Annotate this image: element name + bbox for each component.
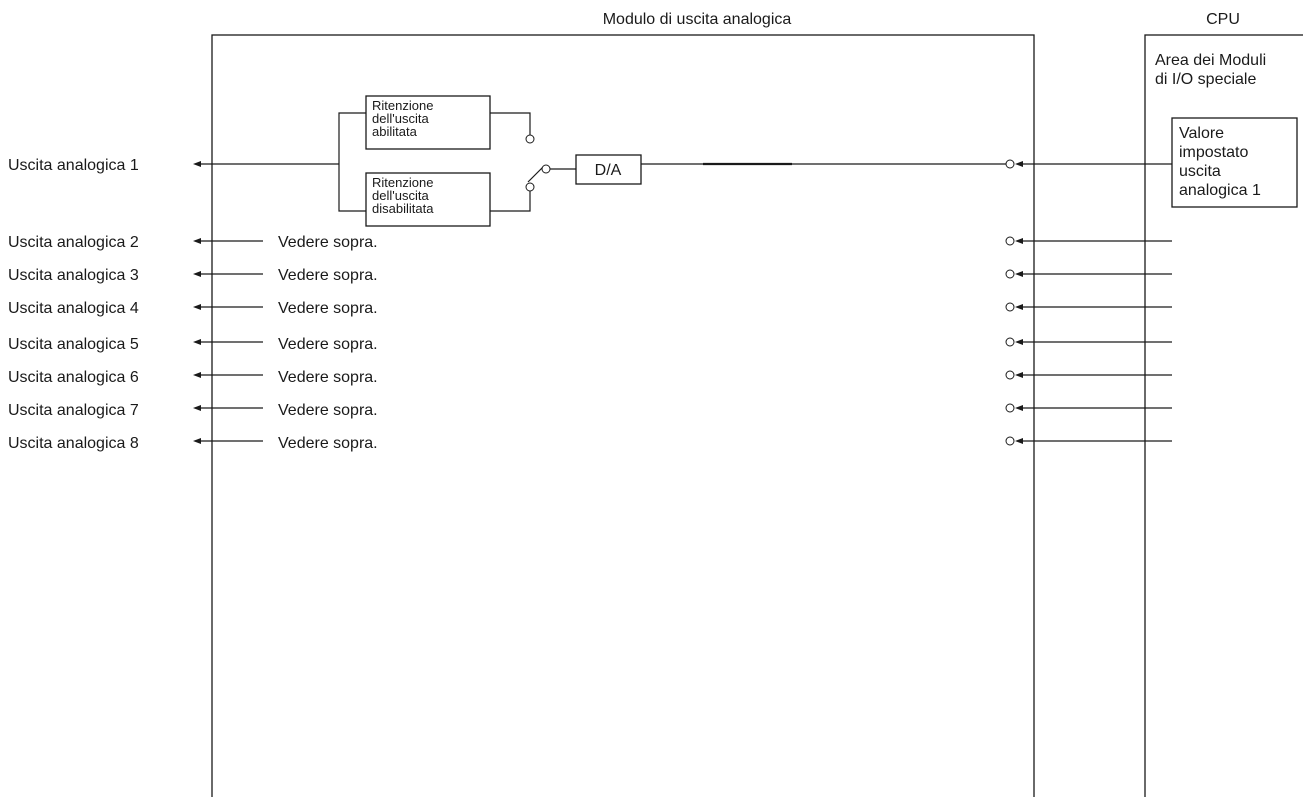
enabled-wire: [490, 112, 531, 135]
output-label-6: Uscita analogica 6: [8, 369, 139, 386]
cpu-link-2-arrow: [1015, 238, 1023, 244]
setpoint-line-1: Valore: [1179, 125, 1224, 142]
cpu-link-5-arrow: [1015, 339, 1023, 345]
output-label-2: Uscita analogica 2: [8, 234, 139, 251]
cpu-title: CPU: [1206, 11, 1240, 28]
hold-enabled-line-2: dell'uscita: [372, 111, 429, 126]
output-note-8: Vedere sopra.: [278, 435, 378, 452]
disabled-wire: [490, 191, 531, 212]
disabled-contact: [525, 182, 535, 192]
cpu-link-8-arrow: [1015, 438, 1023, 444]
output-label-7: Uscita analogica 7: [8, 402, 139, 419]
da-converter-label: D/A: [595, 162, 622, 179]
output-2-arrow: [193, 238, 201, 244]
output-1-arrow: [193, 161, 201, 167]
cpu-area-label-line-1: Area dei Moduli: [1155, 52, 1266, 69]
setpoint-box: [1171, 117, 1298, 208]
output-label-4: Uscita analogica 4: [8, 300, 139, 317]
setpoint-line-4: analogica 1: [1179, 182, 1261, 199]
hold-bracket: [338, 112, 366, 212]
cpu-frame: [1144, 34, 1303, 797]
cpu-link-7-arrow: [1015, 405, 1023, 411]
terminal-3: [1005, 269, 1015, 279]
output-note-3: Vedere sopra.: [278, 267, 378, 284]
setpoint-line-3: uscita: [1179, 163, 1221, 180]
output-note-5: Vedere sopra.: [278, 336, 378, 353]
terminal-7: [1005, 403, 1015, 413]
hold-disabled-line-3: disabilitata: [372, 201, 434, 216]
switch-pivot: [541, 164, 551, 174]
output-note-2: Vedere sopra.: [278, 234, 378, 251]
hold-disabled-line-2: dell'uscita: [372, 188, 429, 203]
cpu-area-label-line-2: di I/O speciale: [1155, 71, 1256, 88]
output-7-arrow: [193, 405, 201, 411]
cpu-link-4-arrow: [1015, 304, 1023, 310]
output-row-6: Uscita analogica 6 Vedere sopra.: [8, 369, 1172, 386]
output-label-5: Uscita analogica 5: [8, 336, 139, 353]
output-note-4: Vedere sopra.: [278, 300, 378, 317]
output-3-arrow: [193, 271, 201, 277]
output-note-6: Vedere sopra.: [278, 369, 378, 386]
output-8-arrow: [193, 438, 201, 444]
output-row-5: Uscita analogica 5 Vedere sopra.: [8, 336, 1172, 353]
output-5-arrow: [193, 339, 201, 345]
terminal-8: [1005, 436, 1015, 446]
setpoint-line-2: impostato: [1179, 144, 1248, 161]
output-label-1: Uscita analogica 1: [8, 157, 139, 174]
output-label-3: Uscita analogica 3: [8, 267, 139, 284]
hold-disabled-line-1: Ritenzione: [372, 175, 433, 190]
output-row-2: Uscita analogica 2 Vedere sopra.: [8, 234, 1172, 251]
output-row-8: Uscita analogica 8 Vedere sopra.: [8, 435, 1172, 452]
output-row-3: Uscita analogica 3 Vedere sopra.: [8, 267, 1172, 284]
da-converter-box: [575, 154, 642, 185]
output-row-4: Uscita analogica 4 Vedere sopra.: [8, 300, 1172, 317]
module-title: Modulo di uscita analogica: [603, 11, 792, 28]
hold-enabled-box: [365, 95, 491, 150]
hold-enabled-line-3: abilitata: [372, 124, 418, 139]
output-note-7: Vedere sopra.: [278, 402, 378, 419]
cpu-link-6-arrow: [1015, 372, 1023, 378]
enabled-contact: [525, 134, 535, 144]
hold-disabled-box: [365, 172, 491, 227]
terminal-5: [1005, 337, 1015, 347]
module-frame: [211, 34, 1035, 797]
output-label-8: Uscita analogica 8: [8, 435, 139, 452]
cpu-link-3-arrow: [1015, 271, 1023, 277]
switch-blade: [527, 166, 544, 183]
output-4-arrow: [193, 304, 201, 310]
terminal-6: [1005, 370, 1015, 380]
hold-enabled-line-1: Ritenzione: [372, 98, 433, 113]
output-row-7: Uscita analogica 7 Vedere sopra.: [8, 402, 1172, 419]
terminal-4: [1005, 302, 1015, 312]
terminal-1: [1005, 159, 1015, 169]
terminal-2: [1005, 236, 1015, 246]
output-6-arrow: [193, 372, 201, 378]
cpu-link-1-arrow: [1015, 161, 1023, 167]
